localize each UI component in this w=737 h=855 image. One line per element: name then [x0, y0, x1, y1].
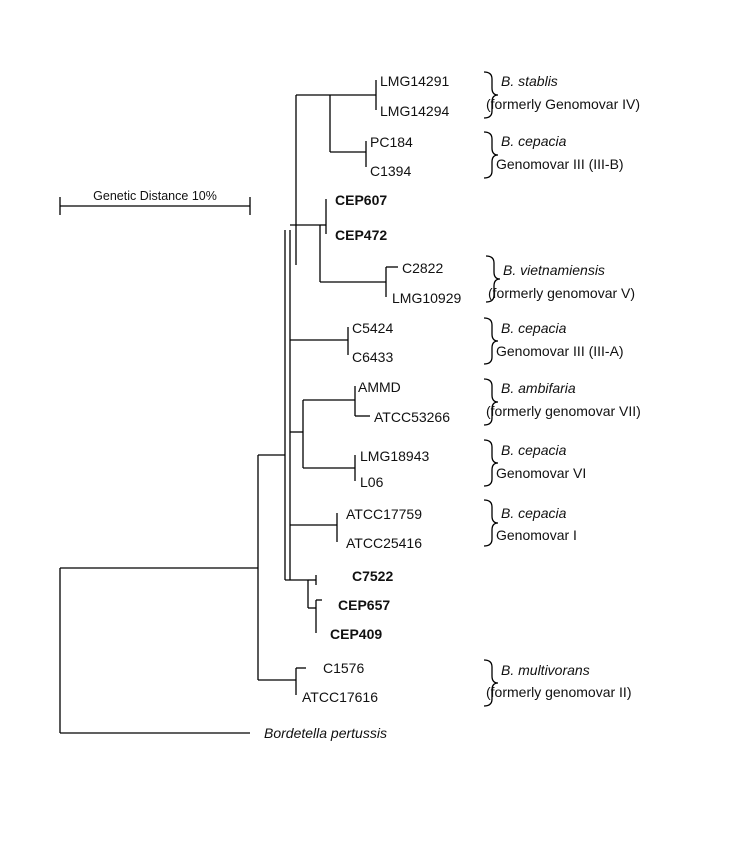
leaf-atcc25416: ATCC25416: [346, 535, 422, 551]
group-species-label: B. cepacia: [501, 320, 567, 336]
leaf-c1394: C1394: [370, 163, 411, 179]
leaf-labels: LMG14291 LMG14294 PC184 C1394 CEP607 CEP…: [264, 73, 461, 741]
leaf-c6433: C6433: [352, 349, 393, 365]
leaf-atcc53266: ATCC53266: [374, 409, 450, 425]
group-bracket: [483, 71, 499, 119]
group-species-label: B. vietnamiensis: [503, 262, 605, 278]
group-bracket: [485, 255, 501, 303]
group-bracket: [483, 131, 499, 179]
group-detail-label: Genomovar VI: [496, 465, 586, 481]
group-bracket: [483, 378, 499, 426]
group-species-label: B. cepacia: [501, 133, 567, 149]
group-detail-label: (formerly genomovar VII): [486, 403, 641, 419]
group-detail-label: (formerly genomovar V): [488, 285, 635, 301]
leaf-lmg18943: LMG18943: [360, 448, 429, 464]
leaf-bordetella-pertussis: Bordetella pertussis: [264, 725, 387, 741]
group-bracket: [483, 317, 499, 365]
leaf-pc184: PC184: [370, 134, 413, 150]
group-detail-label: Genomovar I: [496, 527, 577, 543]
leaf-lmg10929: LMG10929: [392, 290, 461, 306]
group-annotations: B. stablis (formerly Genomovar IV) B. ce…: [483, 71, 641, 707]
group-species-label: B. stablis: [501, 73, 558, 89]
leaf-lmg14291: LMG14291: [380, 73, 449, 89]
group-detail-label: (formerly genomovar II): [486, 684, 631, 700]
leaf-cep657: CEP657: [338, 597, 390, 613]
group-species-label: B. cepacia: [501, 442, 567, 458]
group-detail-label: Genomovar III (III-B): [496, 156, 624, 172]
leaf-c2822: C2822: [402, 260, 443, 276]
group-detail-label: Genomovar III (III-A): [496, 343, 624, 359]
group-species-label: B. ambifaria: [501, 380, 576, 396]
group-bracket: [483, 659, 499, 707]
tree-branches: [59, 80, 398, 734]
group-bracket: [483, 439, 499, 487]
group-species-label: B. cepacia: [501, 505, 567, 521]
leaf-cep607: CEP607: [335, 192, 387, 208]
leaf-c5424: C5424: [352, 320, 393, 336]
leaf-cep472: CEP472: [335, 227, 387, 243]
group-detail-label: (formerly Genomovar IV): [486, 96, 640, 112]
leaf-l06: L06: [360, 474, 384, 490]
leaf-lmg14294: LMG14294: [380, 103, 449, 119]
leaf-c7522: C7522: [352, 568, 393, 584]
leaf-atcc17616: ATCC17616: [302, 689, 378, 705]
scale-bar-label: Genetic Distance 10%: [93, 189, 217, 203]
group-bracket: [483, 499, 499, 547]
leaf-cep409: CEP409: [330, 626, 382, 642]
group-species-label: B. multivorans: [501, 662, 590, 678]
leaf-atcc17759: ATCC17759: [346, 506, 422, 522]
leaf-ammd: AMMD: [358, 379, 401, 395]
scale-bar: Genetic Distance 10%: [59, 189, 251, 215]
leaf-c1576: C1576: [323, 660, 364, 676]
